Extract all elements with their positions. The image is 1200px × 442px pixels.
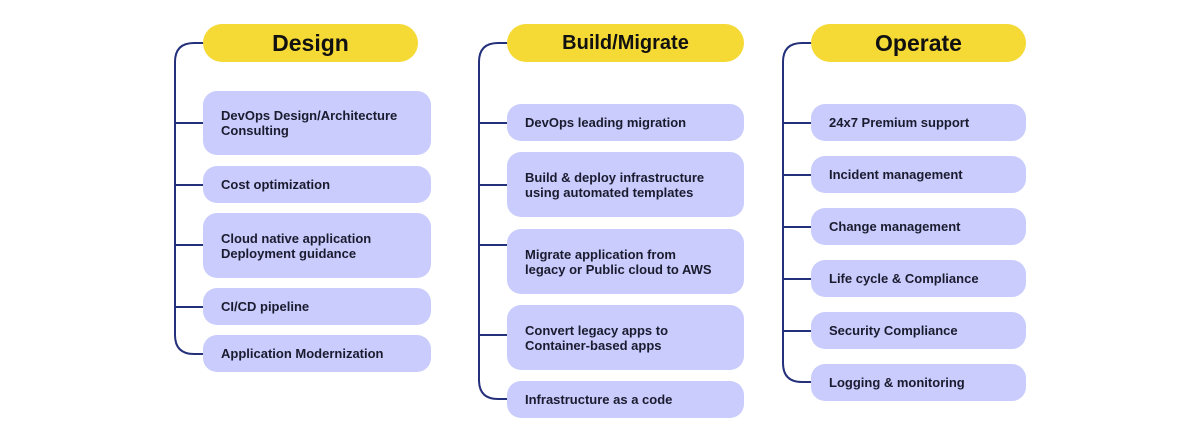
design-item-app-modernization: Application Modernization bbox=[203, 335, 431, 372]
operate-header: Operate bbox=[811, 24, 1026, 62]
operate-item-premium-support: 24x7 Premium support bbox=[811, 104, 1026, 141]
build-migrate-header: Build/Migrate bbox=[507, 24, 744, 62]
design-item-cost-optimization: Cost optimization bbox=[203, 166, 431, 203]
build-item-infrastructure-as-code: Infrastructure as a code bbox=[507, 381, 744, 418]
operate-item-lifecycle-compliance: Life cycle & Compliance bbox=[811, 260, 1026, 297]
design-header: Design bbox=[203, 24, 418, 62]
design-item-cloud-native: Cloud native application Deployment guid… bbox=[203, 213, 431, 278]
operate-item-security-compliance: Security Compliance bbox=[811, 312, 1026, 349]
build-item-migrate-application: Migrate application from legacy or Publi… bbox=[507, 229, 744, 294]
build-item-devops-migration: DevOps leading migration bbox=[507, 104, 744, 141]
build-item-convert-legacy: Convert legacy apps to Container-based a… bbox=[507, 305, 744, 370]
operate-item-change-management: Change management bbox=[811, 208, 1026, 245]
design-item-devops-architecture: DevOps Design/Architecture Consulting bbox=[203, 91, 431, 155]
build-item-deploy-infrastructure: Build & deploy infrastructure using auto… bbox=[507, 152, 744, 217]
operate-item-logging-monitoring: Logging & monitoring bbox=[811, 364, 1026, 401]
operate-item-incident-management: Incident management bbox=[811, 156, 1026, 193]
design-item-cicd-pipeline: CI/CD pipeline bbox=[203, 288, 431, 325]
